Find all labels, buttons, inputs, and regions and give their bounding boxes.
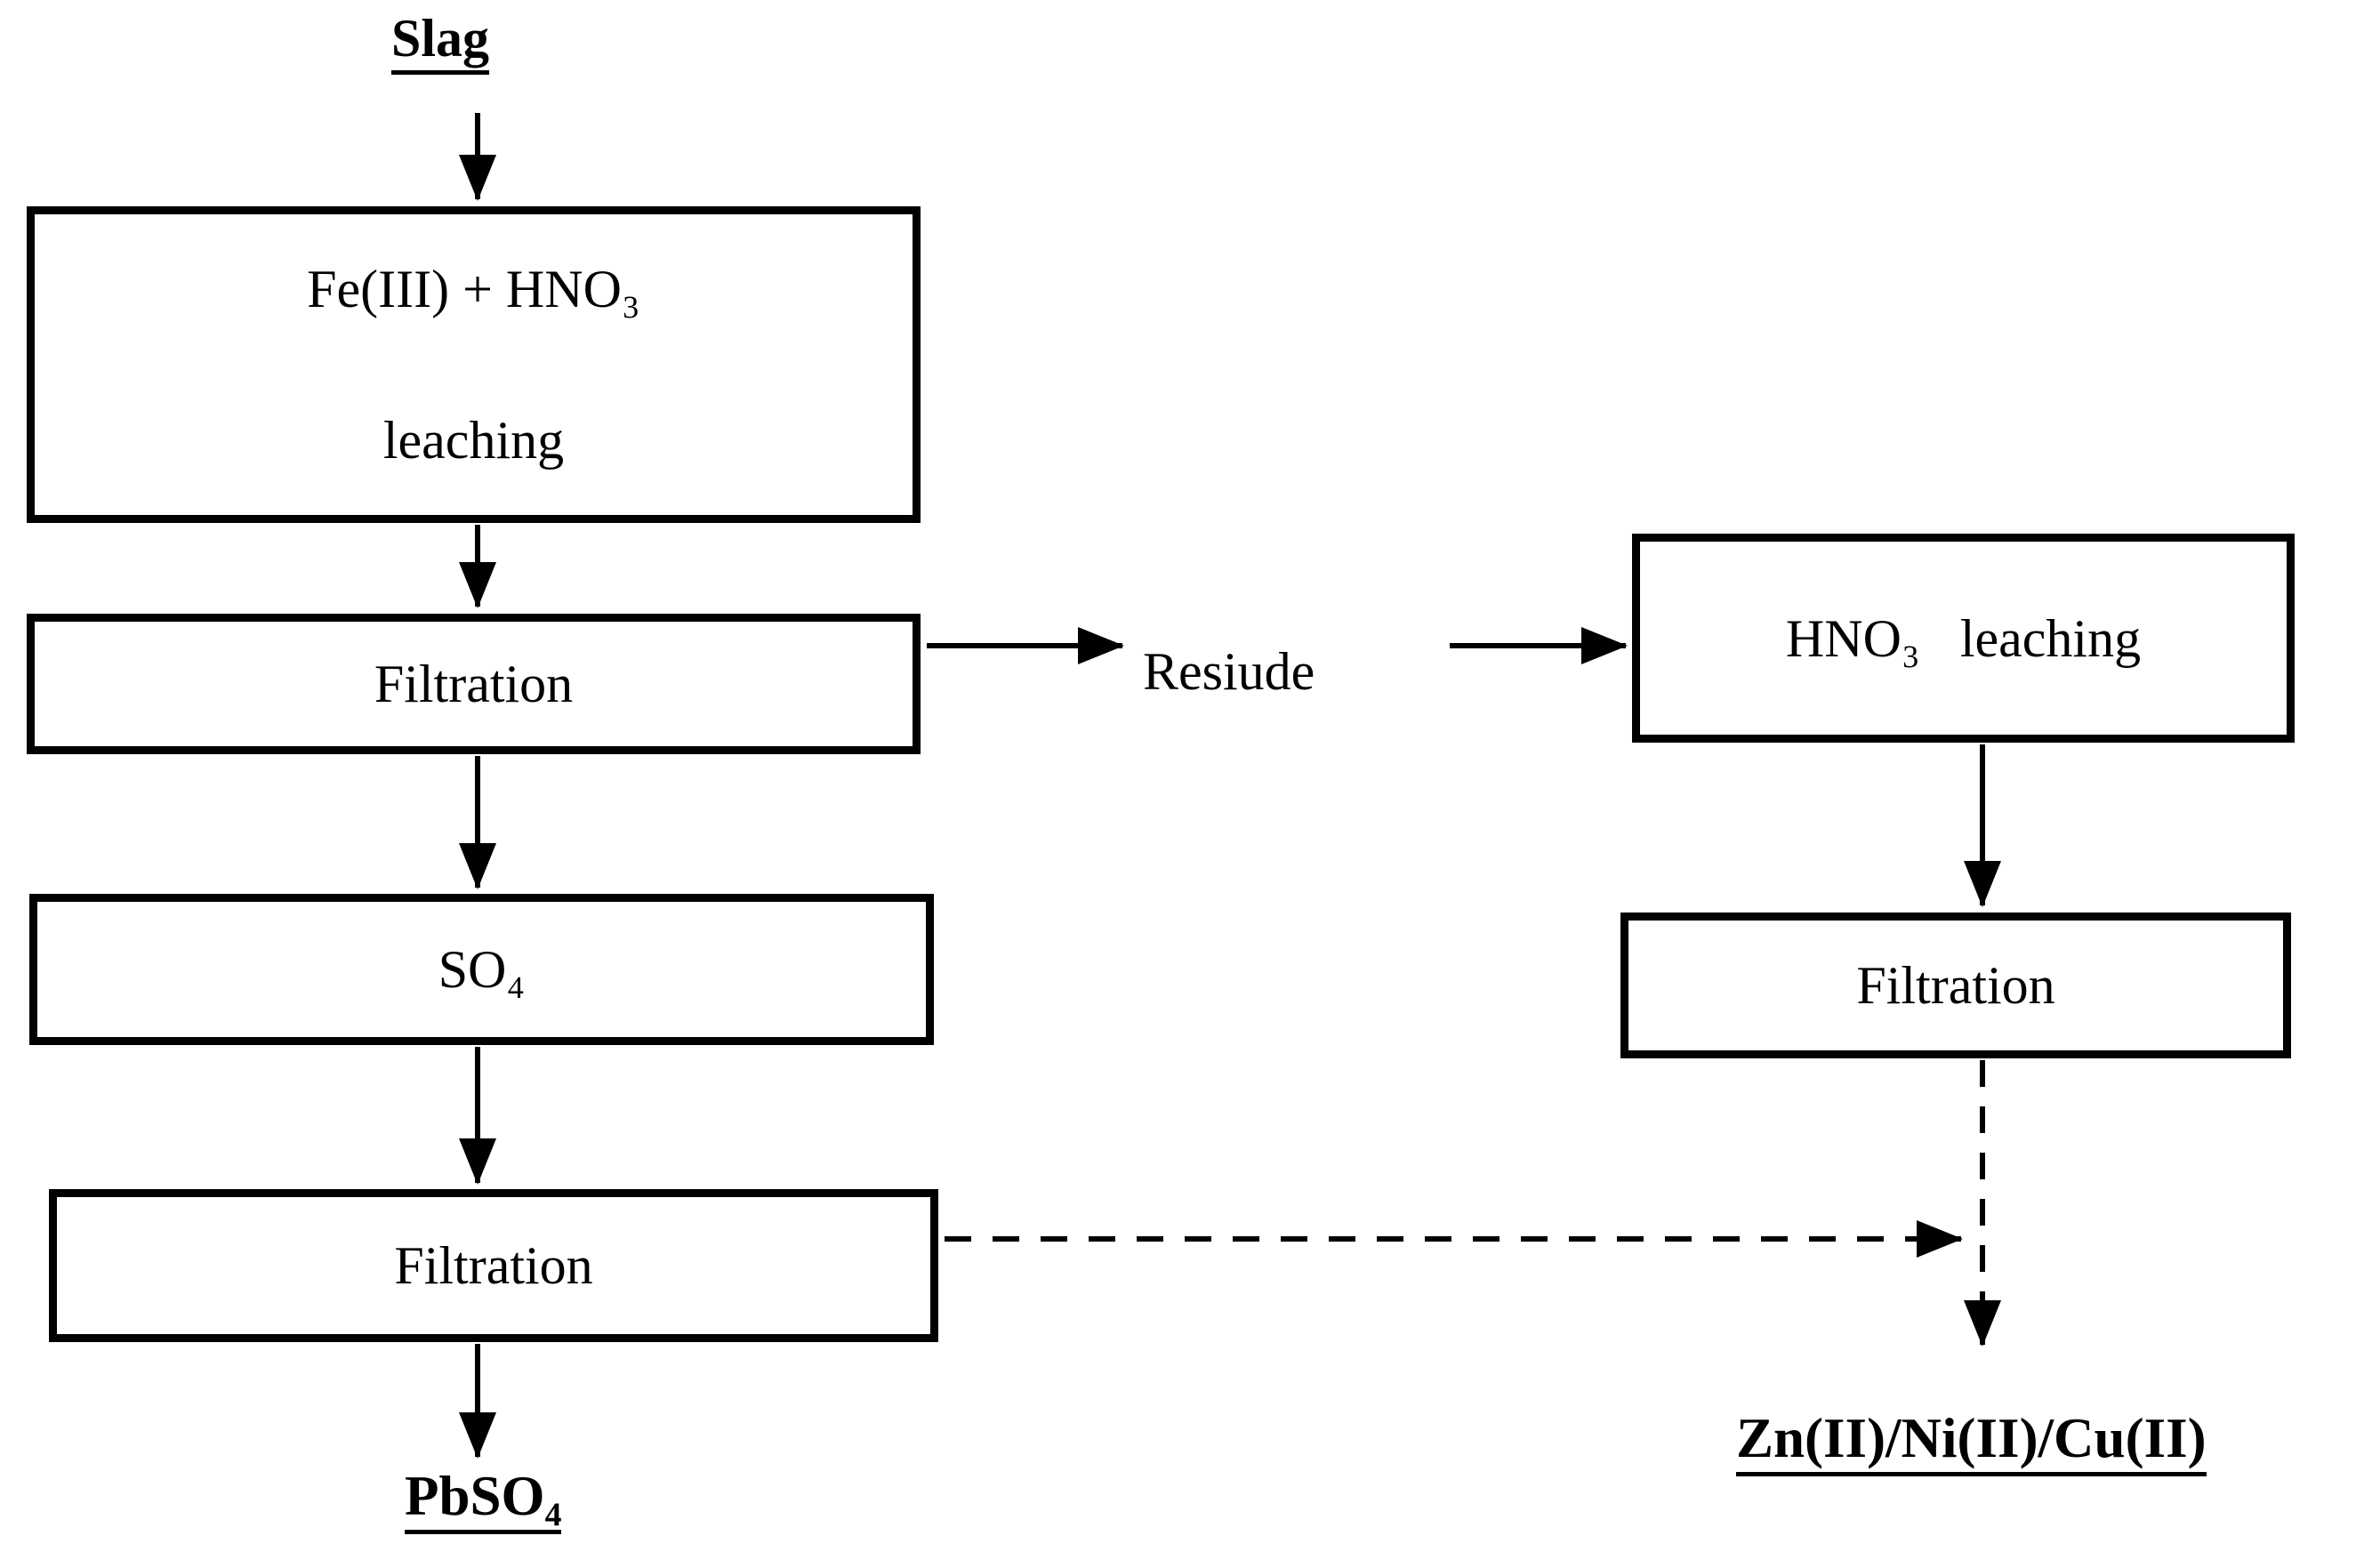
box-fe-hno3-leaching-line2: leaching (382, 411, 565, 470)
box-hno3-leaching-label: HNO₃ leaching (1785, 608, 2142, 668)
label-zn-ni-cu: Zn(II)/Ni(II)/Cu(II) (1736, 1407, 2207, 1477)
label-residue: Resiude (1143, 642, 1315, 701)
box-filtration-3-label: Filtration (1856, 956, 2055, 1015)
label-pbso4: PbSO₄ (405, 1465, 562, 1535)
box-fe-hno3-leaching-line1: Fe(III) + HNO₃ (307, 260, 640, 318)
box-filtration-1-label: Filtration (374, 655, 574, 713)
box-so4-label: SO₄ (438, 940, 526, 999)
box-hno3-leaching: HNO₃ leaching (1632, 534, 2295, 743)
box-filtration-2-label: Filtration (394, 1236, 593, 1295)
label-slag: Slag (391, 9, 490, 75)
box-filtration-1: Filtration (27, 614, 921, 754)
box-filtration-3: Filtration (1620, 913, 2291, 1058)
box-fe-hno3-leaching: Fe(III) + HNO₃ leaching (27, 206, 921, 523)
box-so4: SO₄ (29, 894, 934, 1045)
box-filtration-2: Filtration (49, 1189, 938, 1342)
